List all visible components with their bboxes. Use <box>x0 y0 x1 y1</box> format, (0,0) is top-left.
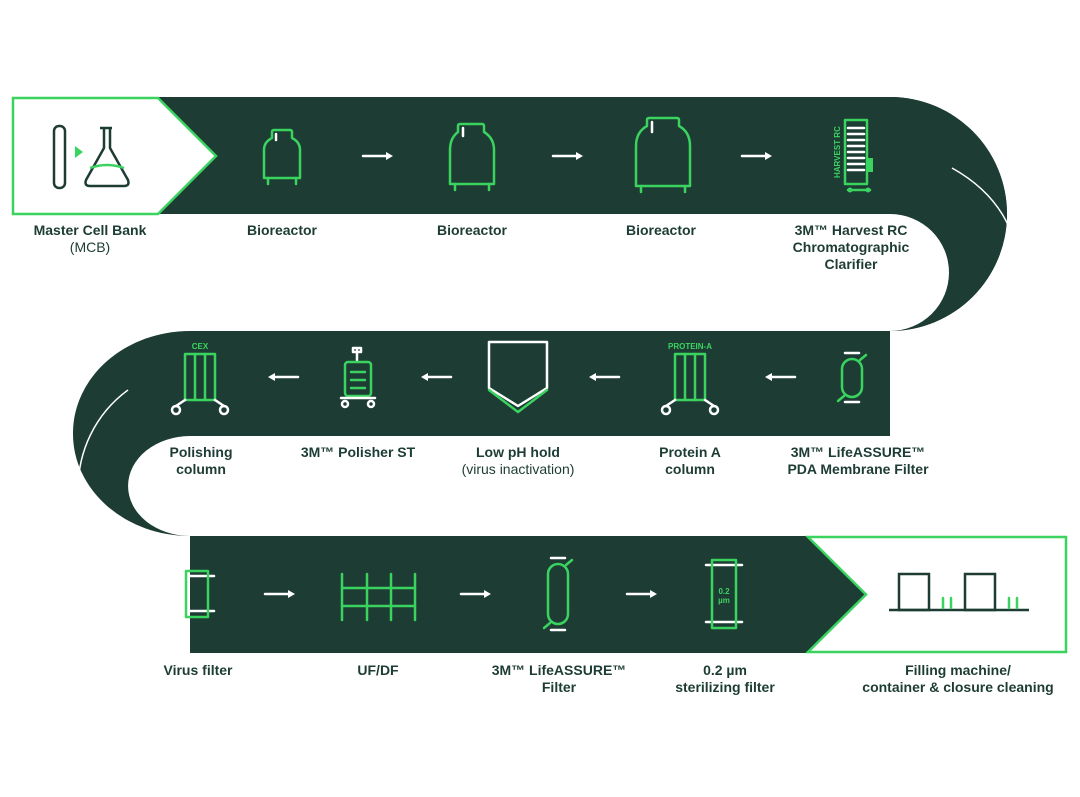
protein-a-icon-text: PROTEIN-A <box>668 342 712 351</box>
polisher-cart-icon <box>339 346 377 409</box>
hold-tank-icon <box>487 340 549 414</box>
arrow-left-icon <box>765 373 797 381</box>
cex-column-icon: CEX <box>170 342 230 416</box>
step-title: Polishing <box>169 444 233 460</box>
step-label-lifeassure-filter: 3M™ LifeASSURE™ Filter <box>484 662 634 696</box>
filter-size-icon-text: µm <box>718 596 730 605</box>
step-title: Bioreactor <box>625 222 697 238</box>
step-label-bioreactor-3: Bioreactor <box>601 222 721 239</box>
harvest-rc-icon-text: HARVEST RC <box>833 126 842 178</box>
step-title: column <box>665 461 715 477</box>
step-title: sterilizing filter <box>675 679 775 695</box>
step-label-polisher-st: 3M™ Polisher ST <box>294 444 422 461</box>
step-title: container & closure cleaning <box>862 679 1054 695</box>
arrow-left-icon <box>589 373 621 381</box>
arrow-right-icon <box>625 590 657 598</box>
step-title: 3M™ Polisher ST <box>300 444 416 460</box>
protein-a-column-icon: PROTEIN-A <box>660 342 720 416</box>
small-bioreactor-icon <box>262 128 302 186</box>
row1-arrows <box>361 152 772 160</box>
step-title: PDA Membrane Filter <box>787 461 929 477</box>
arrow-right-icon <box>551 152 583 160</box>
large-bioreactor-icon <box>634 116 692 194</box>
step-title: Filter <box>541 679 577 695</box>
row3-arrows <box>263 590 657 598</box>
step-label-ufdf: UF/DF <box>320 662 436 679</box>
turn-arrow-left <box>77 389 130 582</box>
step-label-harvest-rc: 3M™ Harvest RC Chromatographic Clarifier <box>776 222 926 273</box>
step-title: Filling machine/ <box>905 662 1011 678</box>
step-label-pda-membrane-filter: 3M™ LifeASSURE™ PDA Membrane Filter <box>770 444 946 478</box>
virus-filter-icon <box>178 569 216 619</box>
step-title: Bioreactor <box>246 222 318 238</box>
vial-flask-icon <box>52 124 130 190</box>
filling-end-box <box>804 535 1068 654</box>
step-label-filling-machine: Filling machine/ container & closure cle… <box>848 662 1068 696</box>
step-subtitle: (virus inactivation) <box>461 461 575 477</box>
step-title: column <box>176 461 226 477</box>
arrow-right-icon <box>361 152 393 160</box>
step-title: 0.2 µm <box>703 662 747 678</box>
step-label-low-ph-hold: Low pH hold (virus inactivation) <box>438 444 598 478</box>
step-label-virus-filter: Virus filter <box>140 662 256 679</box>
track-inner-space <box>128 214 949 536</box>
arrow-left-icon <box>421 373 453 381</box>
step-title: UF/DF <box>357 662 399 678</box>
step-label-master-cell-bank: Master Cell Bank (MCB) <box>20 222 160 256</box>
step-title: 3M™ Harvest RC <box>794 222 908 238</box>
step-label-sterilizing-filter: 0.2 µm sterilizing filter <box>660 662 790 696</box>
step-title: Virus filter <box>163 662 233 678</box>
medium-bioreactor-icon <box>448 122 496 192</box>
step-title: Clarifier <box>824 256 878 272</box>
row2-arrows <box>268 373 797 381</box>
step-label-polishing-column: Polishing column <box>146 444 256 478</box>
arrow-left-icon <box>268 373 300 381</box>
step-title: 3M™ LifeASSURE™ <box>790 444 926 460</box>
harvest-rc-icon: HARVEST RC <box>833 118 873 193</box>
cex-icon-text: CEX <box>192 342 209 351</box>
capsule-filter-icon <box>542 556 574 632</box>
arrow-right-icon <box>459 590 491 598</box>
turn-arrow-right <box>948 167 1018 362</box>
step-title: Bioreactor <box>436 222 508 238</box>
step-label-protein-a-column: Protein A column <box>630 444 750 478</box>
step-title: Protein A <box>659 444 721 460</box>
step-title: Low pH hold <box>476 444 560 460</box>
step-subtitle: (MCB) <box>69 239 111 255</box>
step-label-bioreactor-2: Bioreactor <box>412 222 532 239</box>
filling-machine-icon <box>889 572 1029 612</box>
arrow-right-icon <box>263 590 295 598</box>
ufdf-cassette-icon <box>340 572 417 622</box>
capsule-filter-icon <box>836 351 868 404</box>
filter-size-icon-text: 0.2 <box>718 587 730 596</box>
step-label-bioreactor-1: Bioreactor <box>222 222 342 239</box>
arrow-right-icon <box>740 152 772 160</box>
sterilizing-filter-icon: 0.2 µm <box>704 558 744 630</box>
step-title: 3M™ LifeASSURE™ <box>491 662 627 678</box>
step-title: Master Cell Bank <box>33 222 147 238</box>
step-title: Chromatographic <box>792 239 910 255</box>
